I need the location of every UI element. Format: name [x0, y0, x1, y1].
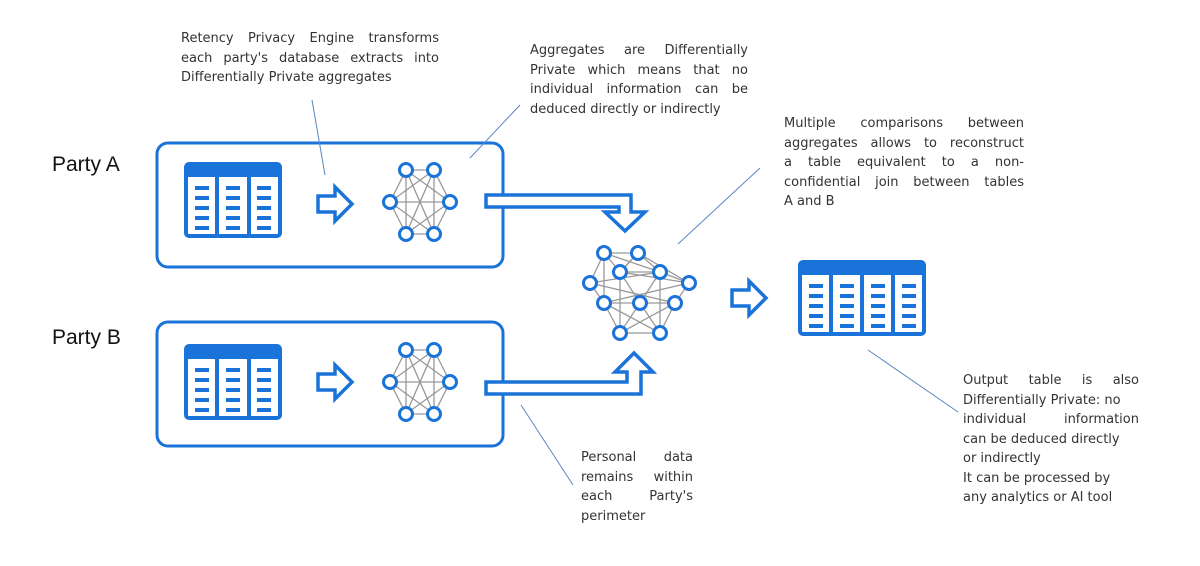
party-b-table-icon [184, 344, 282, 420]
aggregates-note-line: deduced directly or indirectly [530, 101, 721, 117]
comparisons-note-line: aggregates allows to reconstruct [784, 135, 1024, 151]
combined-network-icon [582, 245, 697, 341]
party-b-network-icon [382, 342, 458, 422]
comparisons-note-line: A and B [784, 194, 835, 209]
engine-leader-line [311, 99, 326, 176]
aggregates-note-line: Aggregates are Differentially [530, 43, 748, 58]
output-table-icon [798, 260, 926, 336]
output-note-line: individual information [963, 412, 1139, 427]
aggregates-note-line: Private which means that no [530, 62, 748, 78]
party-a-network-icon [382, 162, 458, 242]
comparisons-note-line: Multiple comparisons between [784, 116, 1024, 131]
aggregates-leader-line [469, 104, 521, 159]
personal-note-line: remains within [581, 469, 693, 485]
engine-note-line: each party's database extracts into [181, 50, 439, 66]
output-arrow-icon [730, 279, 768, 317]
output-note-line: any analytics or AI tool [963, 490, 1113, 505]
personal-note-line: perimeter [581, 508, 646, 524]
party-a-arrow-icon [316, 185, 354, 223]
engine-note-line: Differentially Private aggregates [181, 70, 392, 85]
aggregates-note-line: individual information can be [530, 82, 748, 97]
output-note-line: can be deduced directly [963, 431, 1120, 447]
party-a-elbow-arrow-icon [484, 193, 650, 234]
output-note-line: or indirectly [963, 451, 1041, 466]
party-b-elbow-arrow-icon [484, 350, 658, 396]
output-note: Output table is also Differentially Priv… [963, 371, 1139, 508]
output-leader-line [867, 349, 959, 413]
comparisons-note-line: a table equivalent to a non- [784, 155, 1024, 170]
comparisons-note: Multiple comparisons between aggregates … [784, 114, 1024, 212]
personal-note-line: Personal data [581, 450, 693, 465]
party-b-arrow-icon [316, 363, 354, 401]
personal-leader-line [520, 404, 574, 486]
aggregates-note: Aggregates are Differentially Private wh… [530, 41, 748, 119]
output-note-line: Output table is also [963, 373, 1139, 388]
personal-data-note: Personal data remains within each Party'… [581, 448, 693, 526]
comparisons-note-line: confidential join between tables [784, 174, 1024, 190]
engine-note: Retency Privacy Engine transforms each p… [181, 29, 439, 88]
personal-note-line: each Party's [581, 489, 693, 504]
engine-note-line: Retency Privacy Engine transforms [181, 31, 439, 46]
output-note-line: It can be processed by [963, 470, 1111, 486]
party-b-label: Party B [52, 326, 121, 349]
comparisons-leader-line [677, 167, 761, 245]
party-a-label: Party A [52, 153, 120, 176]
party-a-table-icon [184, 162, 282, 238]
output-note-line: Differentially Private: no [963, 392, 1121, 408]
